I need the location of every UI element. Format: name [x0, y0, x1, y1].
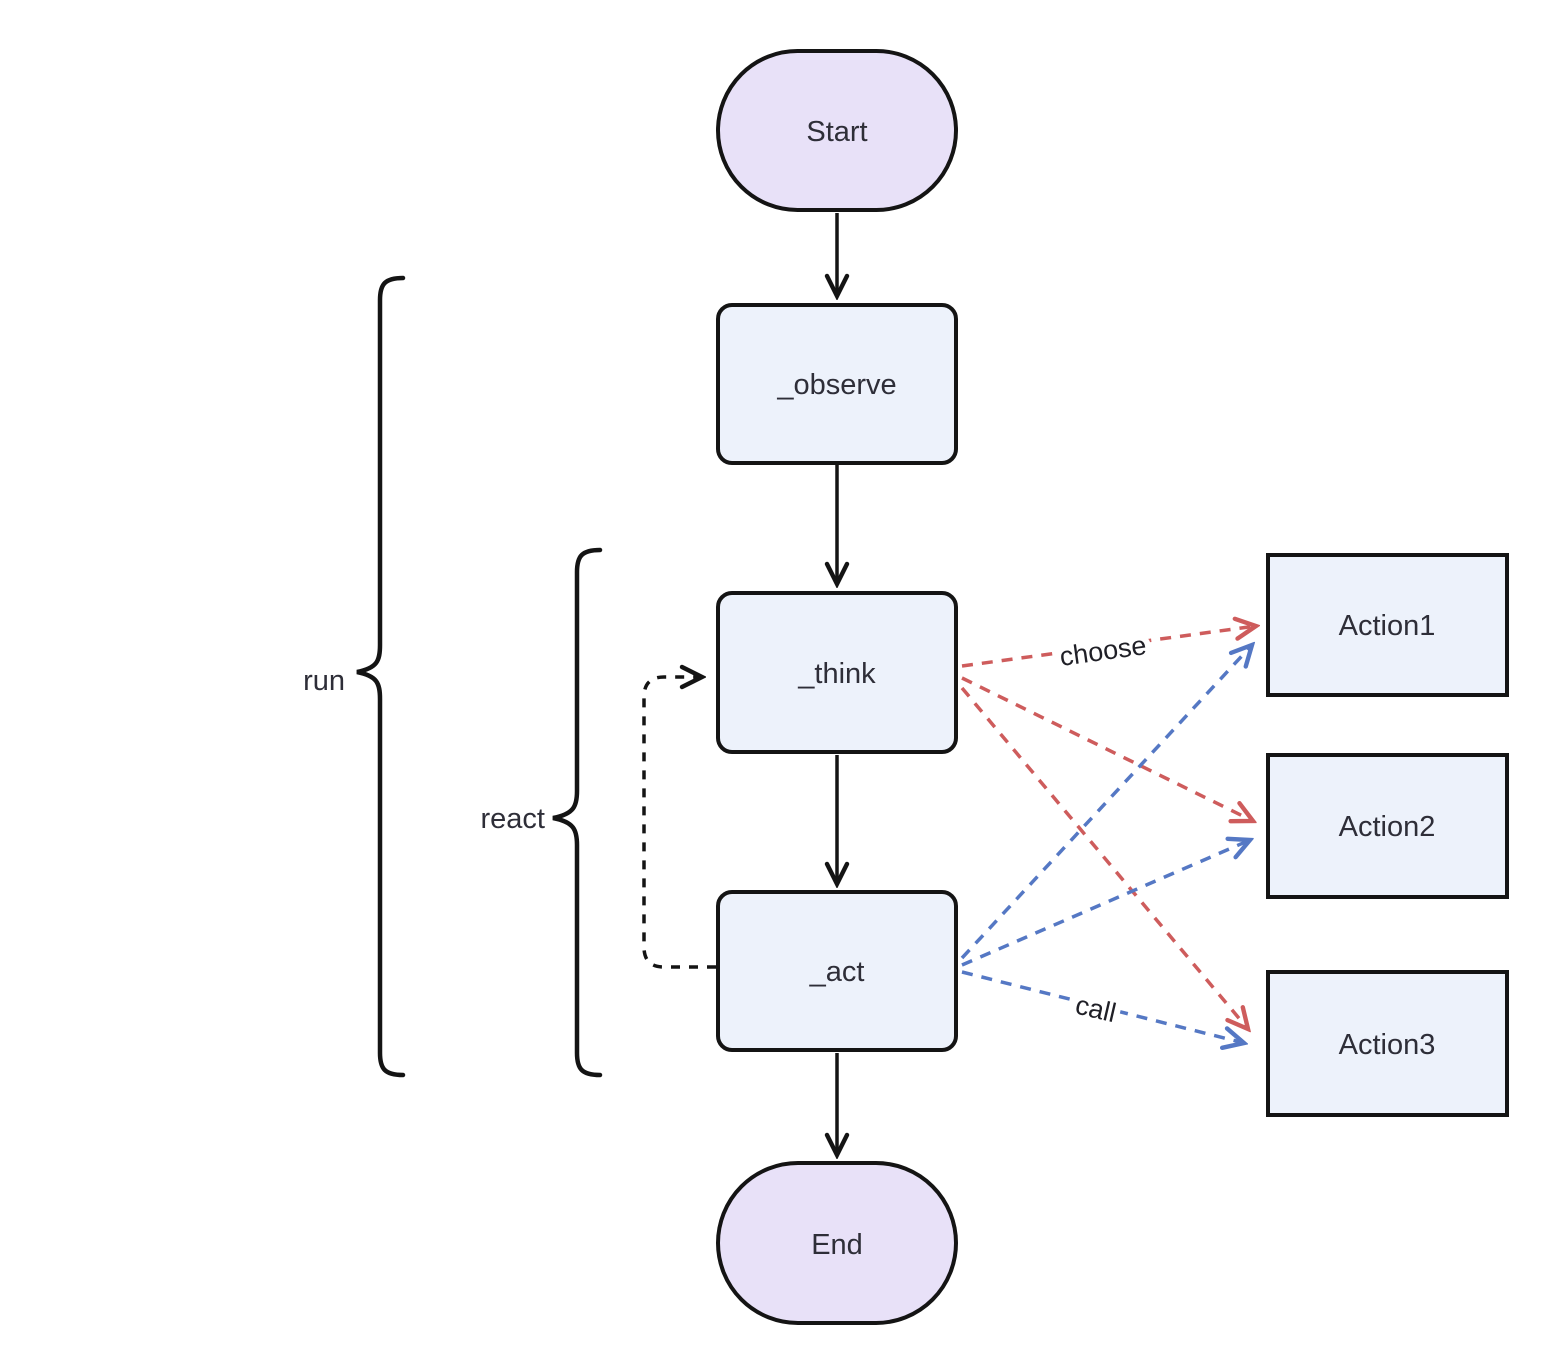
run-brace-label: run	[303, 665, 345, 697]
react-brace-group: react	[481, 547, 603, 1078]
edge-think-action2	[961, 676, 1253, 821]
node-action3-label: Action3	[1339, 1029, 1436, 1061]
edge-act-action1	[960, 645, 1252, 960]
edge-act-think-loop	[642, 677, 716, 969]
choose-edges	[960, 626, 1256, 1029]
node-action1-label: Action1	[1339, 610, 1436, 642]
node-action3: Action3	[1266, 970, 1509, 1117]
react-brace-label: react	[481, 803, 545, 835]
edge-act-action2	[961, 840, 1250, 967]
node-action2-shape	[1266, 753, 1509, 899]
node-think: _think	[716, 591, 958, 754]
node-observe: _observe	[716, 303, 958, 465]
run-brace	[356, 275, 406, 1078]
node-act-shape	[716, 890, 958, 1052]
node-act: _act	[716, 890, 958, 1052]
node-action2: Action2	[1266, 753, 1509, 899]
node-action1: Action1	[1266, 553, 1509, 697]
node-think-shape	[716, 591, 958, 754]
node-start: Start	[716, 49, 958, 212]
node-act-label: _act	[809, 956, 865, 988]
react-brace	[552, 547, 603, 1078]
node-action1-shape	[1266, 553, 1509, 697]
node-start-label: Start	[806, 116, 867, 148]
choose-edge-label: choose	[1058, 630, 1148, 672]
node-action3-shape	[1266, 970, 1509, 1117]
node-end-shape	[716, 1161, 958, 1325]
node-observe-shape	[716, 303, 958, 465]
call-edge-label: call	[1073, 990, 1119, 1028]
run-brace-group: run	[303, 275, 406, 1078]
node-end: End	[716, 1161, 958, 1325]
edge-act-action3	[961, 970, 1244, 1043]
call-edges	[960, 645, 1252, 1043]
edge-think-action3	[960, 686, 1248, 1029]
node-think-label: _think	[797, 658, 876, 690]
edge-think-action1	[961, 626, 1256, 668]
node-end-label: End	[811, 1229, 863, 1261]
node-action2-label: Action2	[1339, 811, 1436, 843]
node-observe-label: _observe	[776, 369, 896, 401]
node-start-shape	[716, 49, 958, 212]
